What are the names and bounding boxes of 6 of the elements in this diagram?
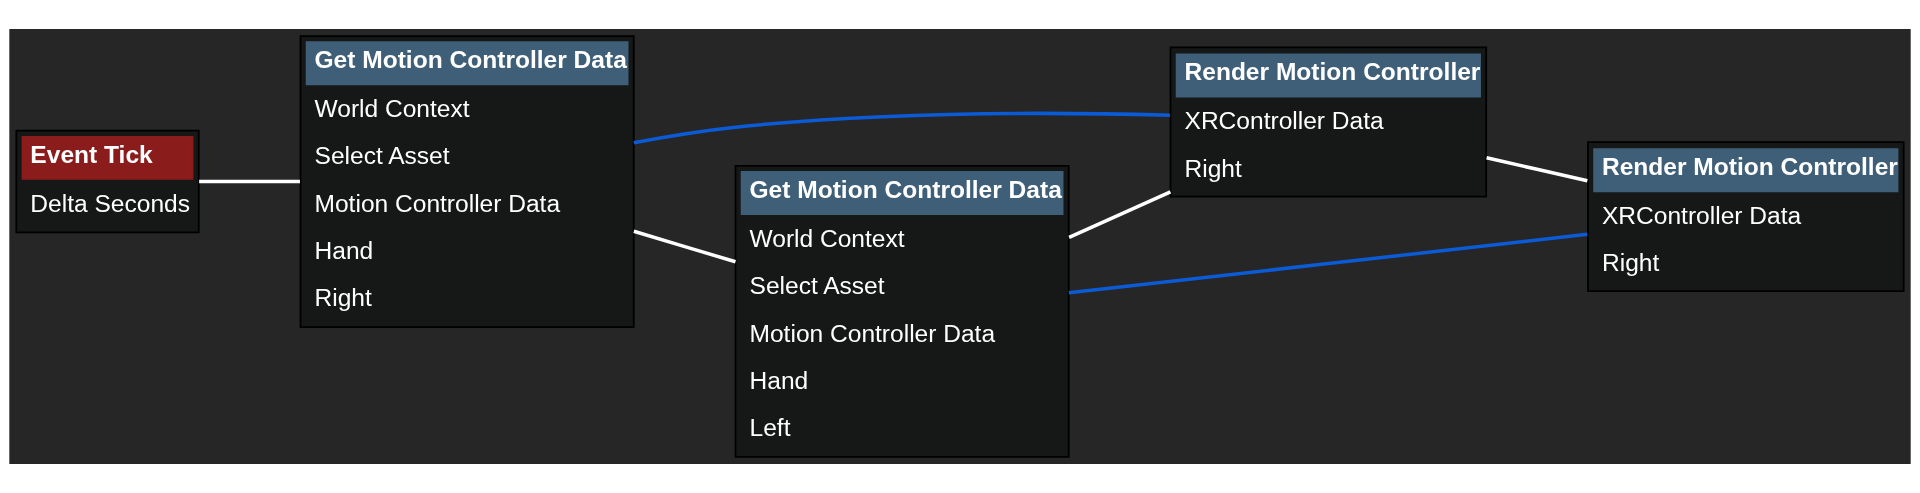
connector bbox=[1486, 156, 1588, 183]
connector bbox=[1068, 232, 1588, 295]
connector bbox=[633, 111, 1170, 145]
connector bbox=[1068, 190, 1172, 239]
connector bbox=[633, 229, 736, 264]
connector bbox=[199, 179, 300, 184]
